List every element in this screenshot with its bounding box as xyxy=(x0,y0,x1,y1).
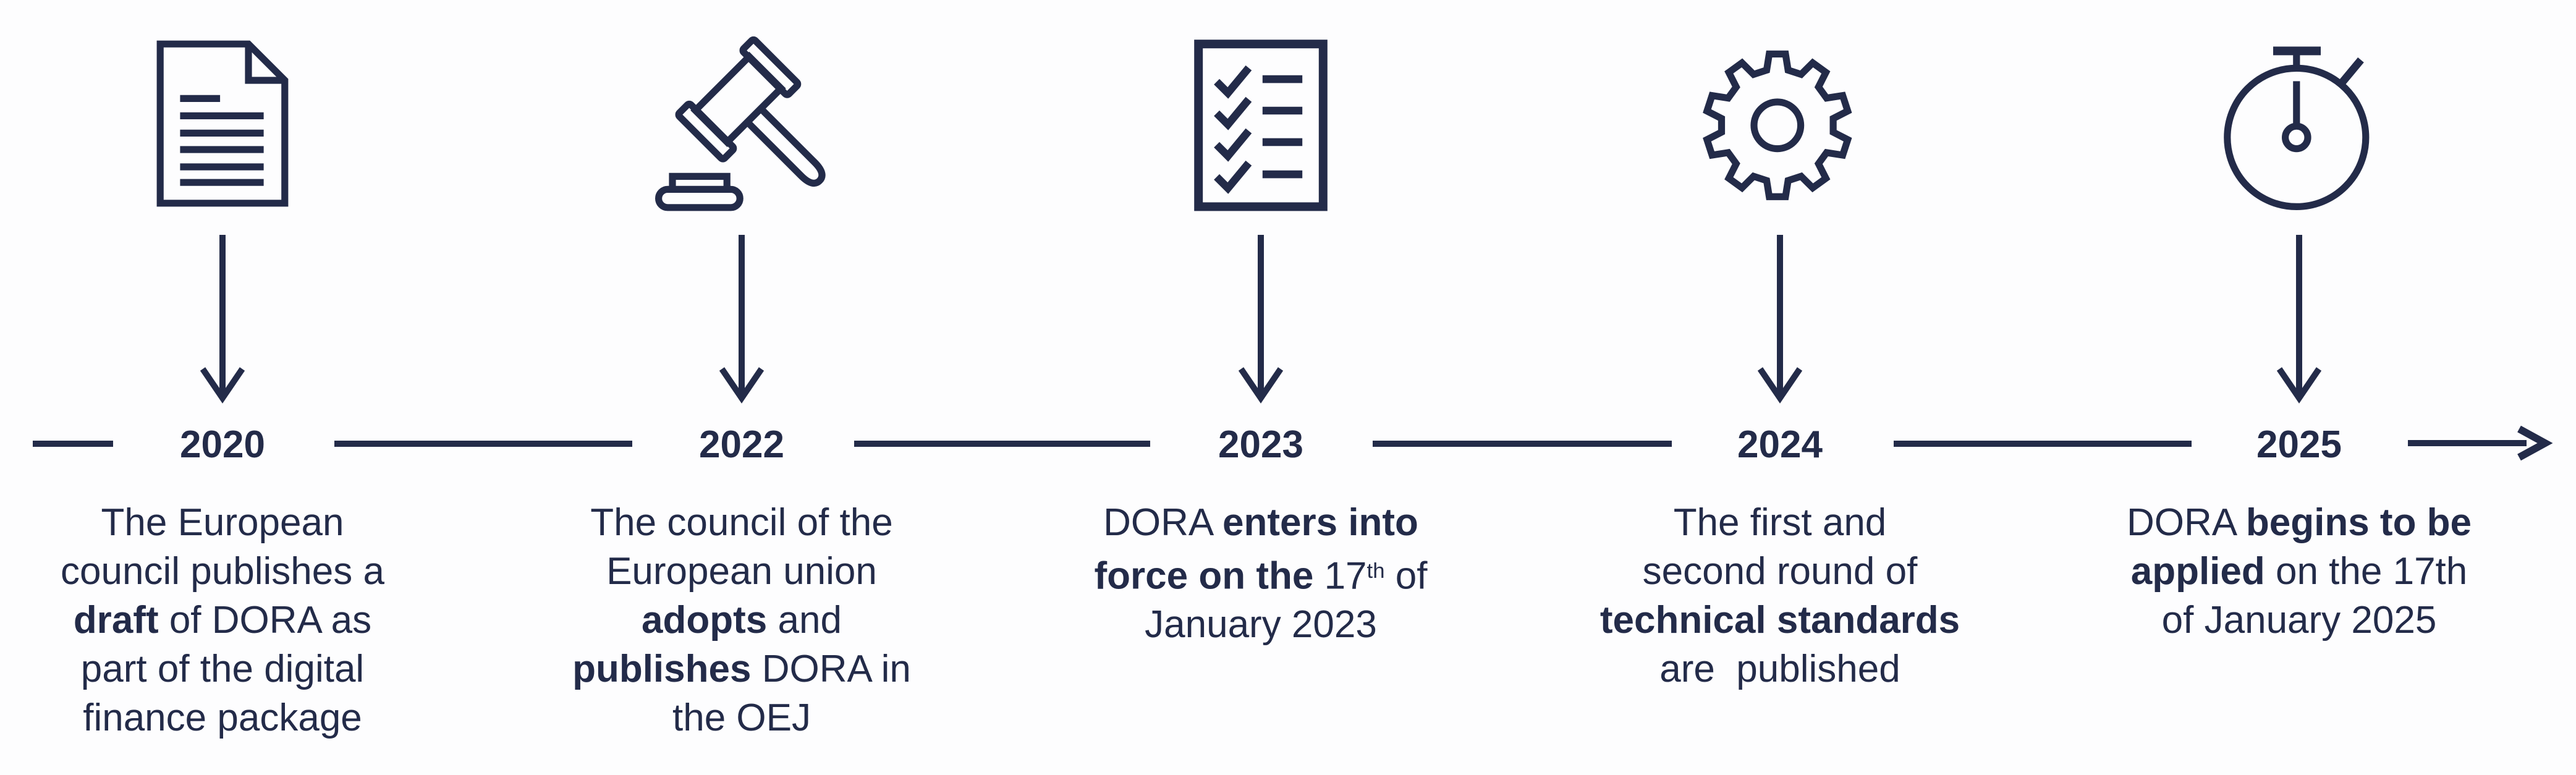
gear-icon xyxy=(1703,50,1852,200)
description-line: the OEJ xyxy=(672,697,811,739)
document-icon xyxy=(156,40,289,207)
description-line: The council of the xyxy=(590,501,893,544)
description-line: The European xyxy=(101,501,344,544)
stopwatch-icon xyxy=(2224,46,2370,210)
checklist-icon xyxy=(1194,40,1328,211)
icon-wrap xyxy=(136,37,309,210)
timeline-segment xyxy=(334,441,632,447)
description-line: publishes DORA in xyxy=(572,648,911,690)
timeline-segment xyxy=(854,441,1150,447)
gavel-icon xyxy=(655,36,826,211)
year-label: 2023 xyxy=(1218,423,1303,466)
down-arrow-icon xyxy=(200,235,245,404)
description-line: technical standards xyxy=(1599,599,1960,642)
description-line: DORA begins to be xyxy=(2126,501,2472,544)
description-line: January 2023 xyxy=(1145,603,1377,646)
description-line: of January 2025 xyxy=(2161,599,2437,642)
milestone-description: The European council publishes a draft of … xyxy=(19,498,426,742)
timeline-end-arrow-icon xyxy=(2408,425,2553,461)
milestone-description: DORA begins to be applied on the 17th of J… xyxy=(2095,498,2503,645)
description-line: adopts and xyxy=(642,599,842,642)
icon-wrap xyxy=(655,36,828,211)
timeline-start-segment xyxy=(33,441,113,447)
icon-wrap xyxy=(1693,37,1866,210)
icon-wrap xyxy=(2213,37,2386,210)
down-arrow-icon xyxy=(1238,235,1284,404)
description-line: are published xyxy=(1659,648,1900,690)
description-line: second round of xyxy=(1642,550,1918,593)
down-arrow-icon xyxy=(2276,235,2322,404)
milestone-description: DORA enters into force on the 17th of Janu… xyxy=(1057,498,1465,649)
description-line: finance package xyxy=(83,697,362,739)
year-label: 2022 xyxy=(699,423,784,466)
description-line: part of the digital xyxy=(80,648,365,690)
description-line: council publishes a xyxy=(61,550,384,593)
timeline-segment xyxy=(1373,441,1672,447)
down-arrow-icon xyxy=(719,235,765,404)
description-line: applied on the 17th xyxy=(2130,550,2468,593)
description-line: The first and xyxy=(1673,501,1887,544)
description-line: draft of DORA as xyxy=(73,599,372,642)
timeline-segment xyxy=(1894,441,2192,447)
year-label: 2025 xyxy=(2256,423,2342,466)
down-arrow-icon xyxy=(1757,235,1803,404)
year-label: 2020 xyxy=(180,423,265,466)
description-line: DORA enters into xyxy=(1103,501,1418,544)
year-label: 2024 xyxy=(1737,423,1823,466)
icon-wrap xyxy=(1174,37,1347,211)
description-line: force on the 17th of xyxy=(1094,554,1428,598)
milestone-description: The first and second round of technical st… xyxy=(1576,498,1984,693)
description-line: European union xyxy=(606,550,877,593)
